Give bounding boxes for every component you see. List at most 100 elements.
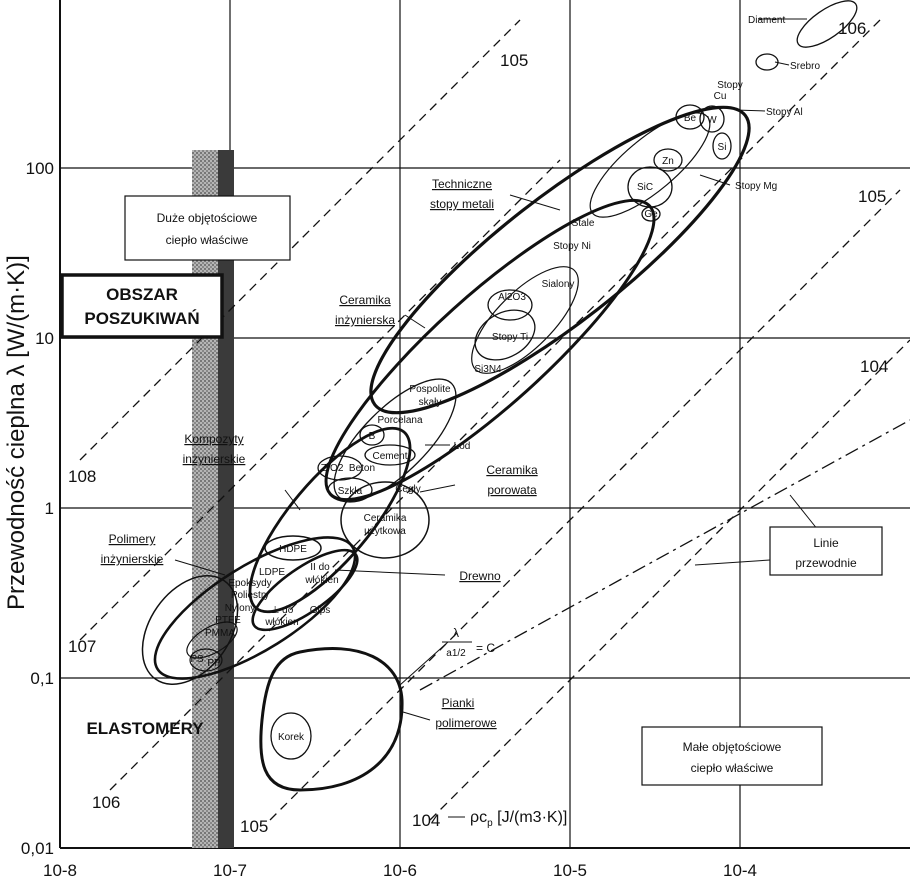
cegly-label: Cegły — [395, 484, 421, 495]
y-tick-100: 100 — [26, 159, 54, 178]
hdpe-ellipse — [264, 535, 322, 561]
b-ellipse — [359, 424, 385, 446]
eng-ceramics-label-2: inżynierska — [335, 313, 395, 327]
pospolite-label-1: Pospolite — [409, 384, 451, 395]
ge-label: Ge — [644, 209, 658, 220]
high-heat-box — [124, 195, 291, 261]
pospolite-label-2: skały — [419, 397, 442, 408]
formula-numerator: λ — [453, 626, 459, 640]
porous-ceramics-ellipse — [340, 481, 430, 559]
par-fibre-label-2: włókien — [304, 575, 338, 586]
be-label: Be — [684, 113, 697, 124]
foams-label-2: polimerowe — [435, 716, 497, 730]
al2o3-label: Al2O3 — [498, 292, 526, 303]
stale-label: Stale — [572, 218, 595, 229]
stopy-al-label: Stopy Al — [766, 107, 803, 118]
polymers-envelope — [153, 536, 357, 680]
x-tick-1e-5: 10-5 — [553, 861, 587, 880]
sialon-ellipse — [471, 266, 579, 374]
gips-label: Gips — [310, 605, 331, 616]
epoksydy-label: Epoksydy — [228, 578, 271, 589]
pointers — [174, 18, 819, 818]
hdpe-label: HDPE — [279, 544, 307, 555]
porcelana-label: Porcelana — [377, 415, 422, 426]
line-label-106-left: 106 — [92, 793, 120, 812]
y-axis-title: Przewodność cieplna λ [W/(m·K)] — [3, 255, 30, 610]
y-tick-10: 10 — [35, 329, 54, 348]
w-label: W — [707, 115, 717, 126]
polymers-label-2: inżynierskie — [101, 552, 164, 566]
zn-label: Zn — [662, 156, 674, 167]
x-tick-1e-8: 10-8 — [43, 861, 77, 880]
composites-label-1: Kompozyty — [184, 432, 243, 446]
conductive-line — [419, 419, 910, 691]
stopy-ti-label: Stopy Ti — [492, 332, 528, 343]
stopy-ni-label: Stopy Ni — [553, 241, 591, 252]
sialony-label: Sialony — [542, 279, 575, 290]
conductive-label-2: przewodnie — [795, 556, 857, 570]
high-heat-line2: ciepło właściwe — [166, 233, 249, 247]
cement-ellipse — [364, 444, 416, 466]
rocks-ellipse — [333, 378, 457, 502]
family-envelopes — [141, 0, 858, 760]
elastomer-ellipse — [141, 575, 239, 685]
metals-envelope — [369, 105, 751, 415]
foam-envelope — [259, 647, 404, 792]
line-label-106-right: 106 — [838, 19, 866, 38]
sic-label: SiC — [637, 182, 653, 193]
ceramics-envelope — [324, 198, 656, 502]
lod-label: Lód — [454, 441, 471, 452]
eng-ceramics-label-1: Ceramika — [339, 293, 391, 307]
korek-ellipse — [270, 712, 312, 760]
line-label-104-right: 104 — [860, 357, 888, 376]
beton-ellipse — [317, 455, 363, 481]
low-heat-line2: ciepło właściwe — [691, 761, 774, 775]
y-tick-1: 1 — [45, 499, 54, 518]
ldpe-label: LDPE — [259, 567, 285, 578]
formula-denominator: a1/2 — [446, 648, 466, 659]
si-ellipse — [712, 132, 732, 160]
search-band-light — [192, 150, 218, 848]
stopy-cu-label-1: Stopy — [717, 80, 743, 91]
polymers-label-1: Polimery — [109, 532, 156, 546]
line-label-105-bottom: 105 — [240, 817, 268, 836]
y-tick-0-1: 0,1 — [30, 669, 54, 688]
si-label: Si — [718, 142, 727, 153]
par-fibre-label: II do — [310, 562, 330, 573]
szkla-label: Szkła — [338, 486, 363, 497]
high-heat-line1: Duże objętościowe — [157, 211, 258, 225]
beton-label: Beton — [349, 463, 375, 474]
porous-ceramics-label-1: Ceramika — [486, 463, 538, 477]
perp-fibre-label-2: włókien — [264, 617, 298, 628]
b-label: B — [369, 431, 376, 442]
al2o3-ellipse — [487, 289, 533, 321]
x-tick-1e-4: 10-4 — [723, 861, 757, 880]
poliestry-label: Poliestry — [231, 590, 269, 601]
srebro-label: Srebro — [790, 61, 820, 72]
si3n4-label: Si3N4 — [474, 364, 502, 375]
stopy-cu-label-2: Cu — [714, 91, 727, 102]
formula-rest: = C — [476, 641, 495, 655]
line-label-107: 107 — [68, 637, 96, 656]
pp-label: PP — [207, 658, 221, 669]
low-heat-box — [641, 726, 823, 786]
line-label-105-right: 105 — [858, 187, 886, 206]
x-unit-label: ρcp [J/(m3·K)] — [470, 809, 567, 829]
line-label-108: 108 — [68, 467, 96, 486]
low-heat-line1: Małe objętościowe — [683, 740, 782, 754]
conductive-label-1: Linie — [813, 536, 839, 550]
porous-ceramics-label-2: porowata — [487, 483, 537, 497]
ceramika-uz-label-1: Ceramika — [364, 513, 407, 524]
pmma-label: PMMA — [205, 628, 235, 639]
cement-label: Cement — [372, 451, 407, 462]
wood-label: Drewno — [459, 569, 501, 583]
composites-label-2: inżynierskie — [183, 452, 246, 466]
x-tick-1e-6: 10-6 — [383, 861, 417, 880]
stopy-mg-label: Stopy Mg — [735, 181, 777, 192]
diament-label: Diament — [748, 15, 785, 26]
x-tick-1e-7: 10-7 — [213, 861, 247, 880]
zro2-label: ZrO2 — [321, 463, 344, 474]
korek-label: Korek — [278, 732, 305, 743]
ceramika-uz-label-2: użytkowa — [364, 526, 406, 537]
